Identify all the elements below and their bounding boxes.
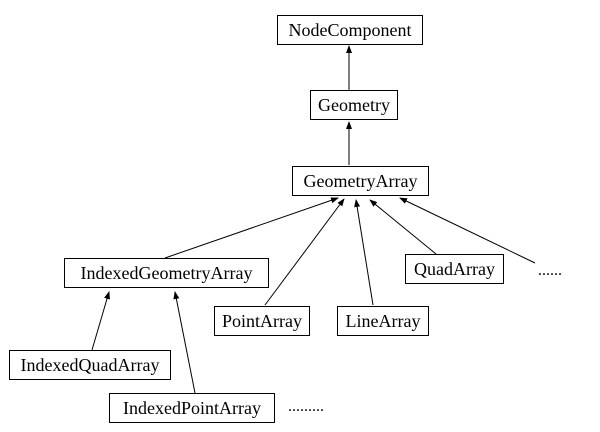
arrow-quadarray-to-geometryarray <box>369 199 437 255</box>
arrow-more-to-geometryarray <box>399 197 536 264</box>
node-nodecomponent: NodeComponent <box>277 15 423 45</box>
node-linearray: LineArray <box>337 306 429 336</box>
node-geometry: Geometry <box>310 90 398 120</box>
node-quadarray: QuadArray <box>405 254 504 284</box>
arrow-pointarray-to-geometryarray <box>264 198 345 306</box>
arrow-indexedquadarray-to-indexedgeometryarray <box>91 291 110 351</box>
ellipsis-more-indexed-subclasses: ......... <box>288 398 324 415</box>
node-indexedgeometryarray: IndexedGeometryArray <box>64 258 269 288</box>
arrow-indexedpointarray-to-indexedgeometryarray <box>173 291 196 394</box>
node-indexedpointarray: IndexedPointArray <box>109 393 275 423</box>
arrow-indexedgeometryarray-to-geometryarray <box>164 197 339 259</box>
arrow-linearray-to-geometryarray <box>354 199 374 306</box>
ellipsis-more-subclasses: ...... <box>538 262 562 279</box>
node-pointarray: PointArray <box>214 306 310 336</box>
node-indexedquadarray: IndexedQuadArray <box>9 350 171 380</box>
node-geometryarray: GeometryArray <box>292 166 429 196</box>
